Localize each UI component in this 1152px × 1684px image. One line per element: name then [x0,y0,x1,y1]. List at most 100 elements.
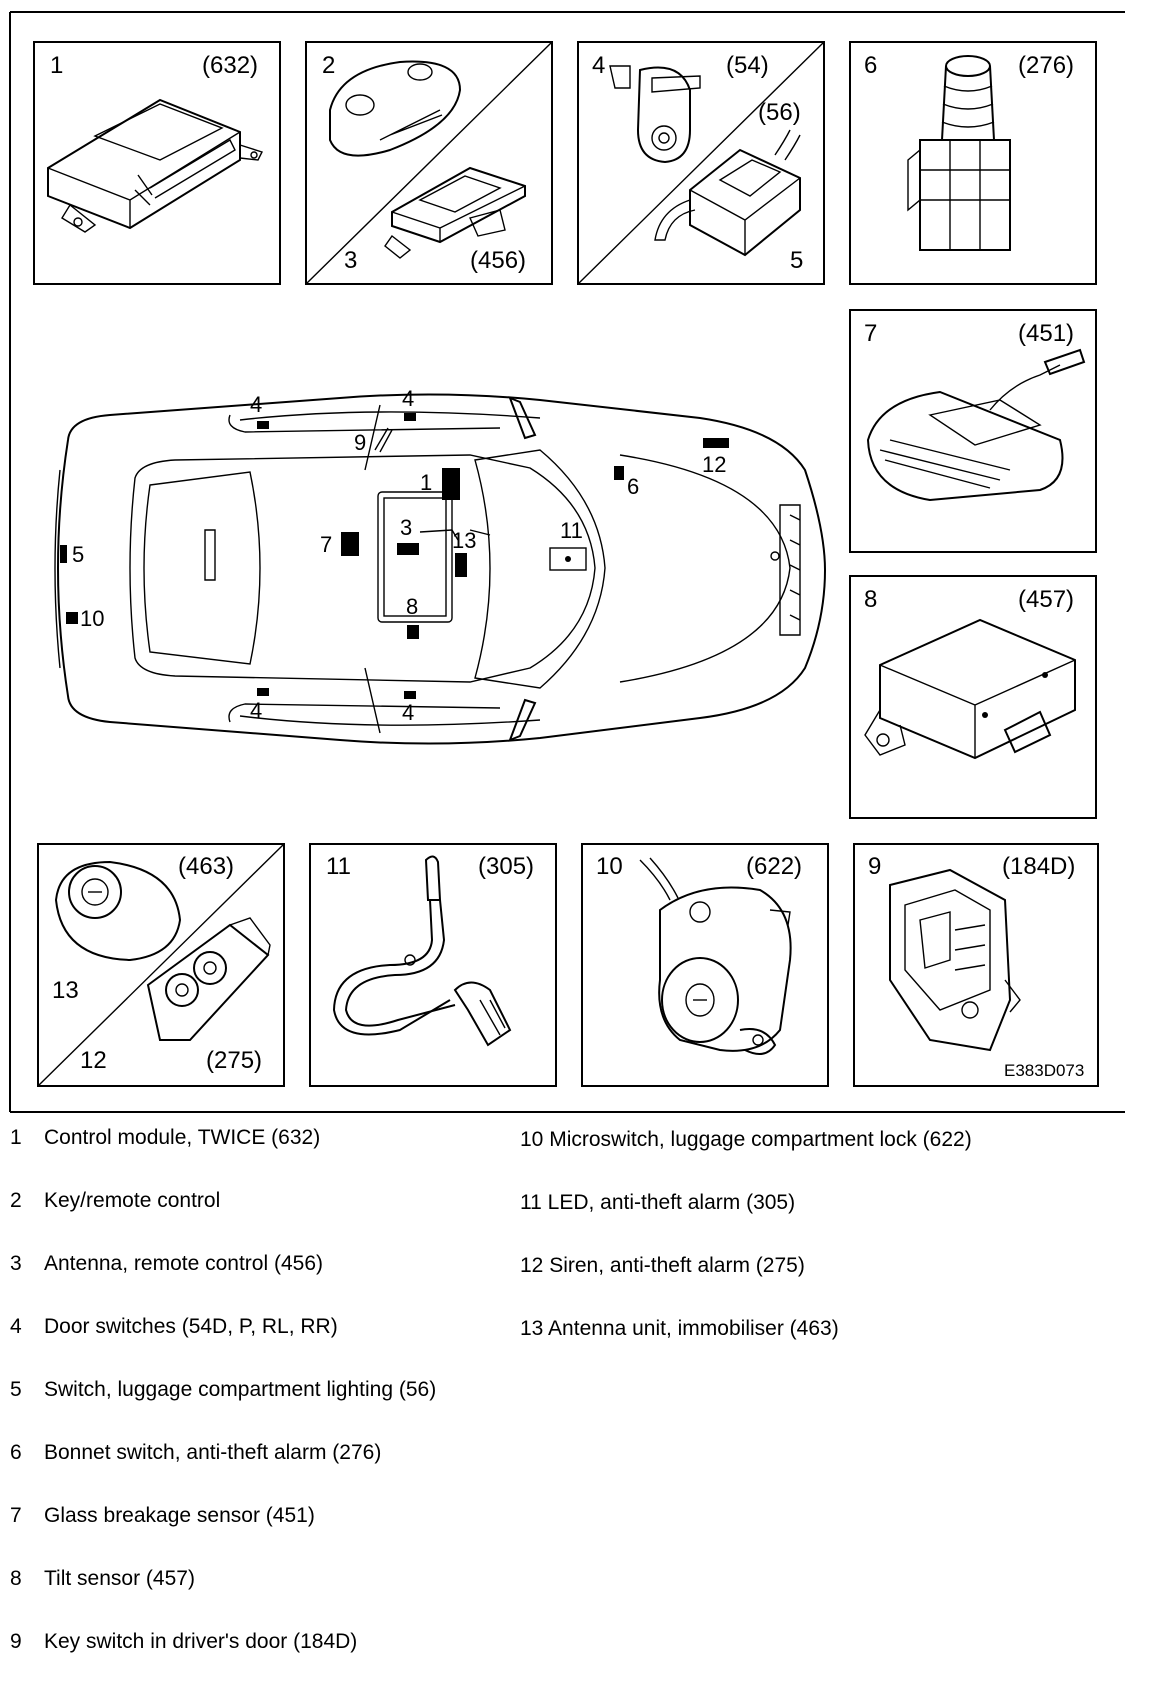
panel-part-code-secondary: (275) [206,1047,262,1074]
immobiliser-antenna-illustration [54,860,182,962]
control-module-illustration [47,98,263,233]
car-label-antenna: 3 [400,515,412,540]
panel-part-code: (305) [478,853,534,880]
door-switch-illustration [609,65,701,164]
panel-number-secondary: 5 [790,247,803,274]
car-label-led: 11 [560,518,583,543]
car-label-door-switch-rl: 4 [250,392,262,417]
car-label-immobiliser: 13 [452,528,476,553]
marker-door-switch-rr [257,688,269,696]
panel-number: 2 [322,52,335,79]
car-label-door-switch-fl: 4 [402,386,414,411]
panel-key-switch: 9 (184D) E383D073 [853,843,1099,1087]
panel-immobiliser-and-siren: (463) 13 12 (275) [37,843,285,1087]
panel-part-code: (54) [726,52,769,79]
panel-part-code: (622) [746,853,802,880]
panel-part-code: (456) [470,247,526,274]
marker-luggage-light-switch [60,545,67,563]
panel-number: 1 [50,52,63,79]
panel-bonnet-switch: 6 (276) [849,41,1097,285]
marker-door-switch-fl [404,413,416,421]
marker-bonnet-switch [614,466,624,480]
panel-number: 7 [864,320,877,347]
microswitch-illustration [639,857,792,1055]
marker-door-switch-fr [404,691,416,699]
car-label-luggage-light-switch: 5 [72,542,84,567]
remote-key-illustration [329,60,462,157]
car-label-bonnet-switch: 6 [627,474,639,499]
panel-number: 11 [326,853,351,880]
panel-glass-breakage-sensor: 7 (451) [849,309,1097,553]
glass-sensor-illustration [866,348,1086,502]
tilt-sensor-illustration [864,618,1076,760]
marker-led-frame [549,547,587,571]
marker-immobiliser [455,553,467,577]
car-label-key-switch: 9 [354,430,366,455]
car-label-control-module: 1 [420,470,432,495]
car-label-luggage-lock: 10 [80,606,104,631]
marker-antenna [397,543,419,555]
panel-remote-and-antenna: 2 3 (456) [305,41,553,285]
panel-part-code: (632) [202,52,258,79]
siren-illustration [146,917,271,1041]
marker-led [565,556,571,562]
car-rear-window [143,471,261,665]
panel-part-code: (451) [1018,320,1074,347]
panel-divider [305,41,553,285]
panel-part-code: (463) [178,853,234,880]
panel-part-code-secondary: (56) [758,99,801,126]
marker-control-module [442,468,460,500]
mirror-left [508,396,537,440]
legend-item: 11 LED, anti-theft alarm (305) [520,1191,796,1214]
car-label-glass-sensor: 7 [320,532,332,557]
panel-tilt-sensor: 8 (457) [849,575,1097,819]
component-location-diagram: 1 (632) 2 3 (456) [9,11,1125,1113]
car-label-tilt-sensor: 8 [406,594,418,619]
led-illustration [332,855,512,1047]
car-windscreen [474,449,606,689]
panel-number: 13 [52,977,79,1004]
drawing-reference-code: E383D073 [1004,1061,1084,1080]
car-label-siren: 12 [702,452,726,477]
car-top-view: 4 4 4 4 9 1 3 13 7 8 11 12 6 5 10 [54,386,827,745]
car-roof [129,454,596,683]
bonnet-switch-illustration [907,55,1011,251]
panel-part-code: (184D) [1002,853,1075,880]
luggage-switch-illustration [654,129,801,257]
panel-number-secondary: 12 [80,1047,107,1074]
panel-divider [577,41,825,285]
car-label-door-switch-rr: 4 [250,698,262,723]
marker-siren [703,438,729,448]
panel-number-secondary: 3 [344,247,357,274]
legend-item: 10 Microswitch, luggage compartment lock… [520,1128,972,1151]
marker-tilt-sensor [407,625,419,639]
legend-item: 12 Siren, anti-theft alarm (275) [520,1254,805,1277]
marker-luggage-lock [66,612,78,624]
antenna-illustration [384,166,526,259]
panel-door-and-luggage-switch: 4 (54) (56) 5 [577,41,825,285]
panel-number: 9 [868,853,881,880]
legend-item: 13 Antenna unit, immobiliser (463) [520,1317,839,1340]
panel-number: 10 [596,853,623,880]
car-label-door-switch-fr: 4 [402,700,414,725]
marker-door-switch-rl [257,421,269,429]
car-body-outline [57,393,827,745]
key-switch-illustration [889,868,1021,1052]
panel-part-code: (276) [1018,52,1074,79]
panel-divider [37,843,285,1087]
panel-control-module: 1 (632) [33,41,281,285]
marker-glass-sensor [341,532,359,556]
panel-luggage-lock-microswitch: 10 (622) [581,843,829,1087]
panel-number: 4 [592,52,605,79]
mirror-right [508,698,537,742]
panel-led: 11 (305) [309,843,557,1087]
